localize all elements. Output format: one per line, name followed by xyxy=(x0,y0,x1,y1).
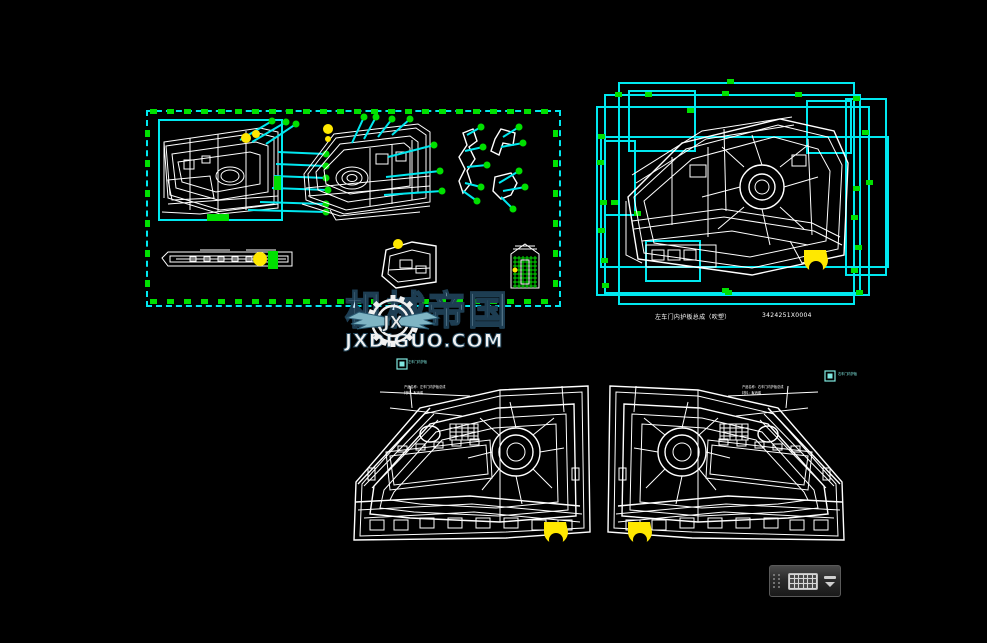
grip-strip-end[interactable] xyxy=(268,251,278,269)
selection-rect-d[interactable] xyxy=(628,90,696,152)
selection-leaders-2[interactable] xyxy=(323,113,460,235)
badge-label-bottom-left: 左车门内护板 xyxy=(408,360,428,364)
gear-wings-logo-icon: JX xyxy=(345,295,441,347)
panel-badge-icon-right xyxy=(824,370,836,382)
note-bottom-left-2: 材料：聚丙烯 xyxy=(404,391,424,395)
profile-strip-geometry xyxy=(161,249,293,267)
bracket-part-geometry xyxy=(381,239,437,289)
minimize-icon[interactable] xyxy=(824,575,836,579)
yellow-grommet-bottom-right xyxy=(628,522,652,547)
right-door-panel-geometry xyxy=(607,385,845,541)
selection-frame-outer[interactable] xyxy=(146,110,561,307)
note-bottom-right-1: 产品名称：右车门内护板总成 xyxy=(742,385,784,389)
yellow-grommet-top-right xyxy=(804,250,828,275)
selection-rect-a[interactable] xyxy=(618,82,855,305)
note-bottom-right-2: 材料：聚丙烯 xyxy=(742,391,762,395)
selection-rect-g[interactable] xyxy=(845,98,887,276)
panel-badge-icon-left xyxy=(396,358,408,370)
selection-rect-e[interactable] xyxy=(604,140,636,216)
selection-rect-i[interactable] xyxy=(596,106,870,296)
drawing-title-top-right: 左车门内护板总成（吹塑） xyxy=(655,314,731,321)
keyboard-icon[interactable] xyxy=(788,572,818,590)
yellow-grommet-bottom-left xyxy=(544,522,568,547)
input-method-toolbar[interactable] xyxy=(769,565,841,597)
door-panel-geometry-top-right xyxy=(625,116,849,276)
drag-handle-icon[interactable] xyxy=(773,572,785,590)
note-bottom-left-1: 产品名称：左车门内护板总成 xyxy=(404,385,446,389)
drawing-part-number-top-right: 3424251X0004 xyxy=(762,312,812,319)
small-parts-cluster[interactable] xyxy=(455,123,555,225)
selection-rect-f[interactable] xyxy=(806,100,852,154)
grip-bar-2[interactable] xyxy=(274,176,281,190)
watermark: JX 机械帝国 JXDIGUO.COM xyxy=(344,290,645,352)
left-door-panel-geometry xyxy=(353,385,591,541)
hatched-detail-block xyxy=(510,243,540,289)
chevron-down-icon[interactable] xyxy=(825,581,835,587)
grip-bar-1[interactable] xyxy=(207,214,229,221)
badge-label-bottom-right: 右车门内护板 xyxy=(838,372,858,376)
watermark-title-en: JXDIGUO.COM xyxy=(344,329,504,352)
svg-text:JX: JX xyxy=(382,313,402,333)
